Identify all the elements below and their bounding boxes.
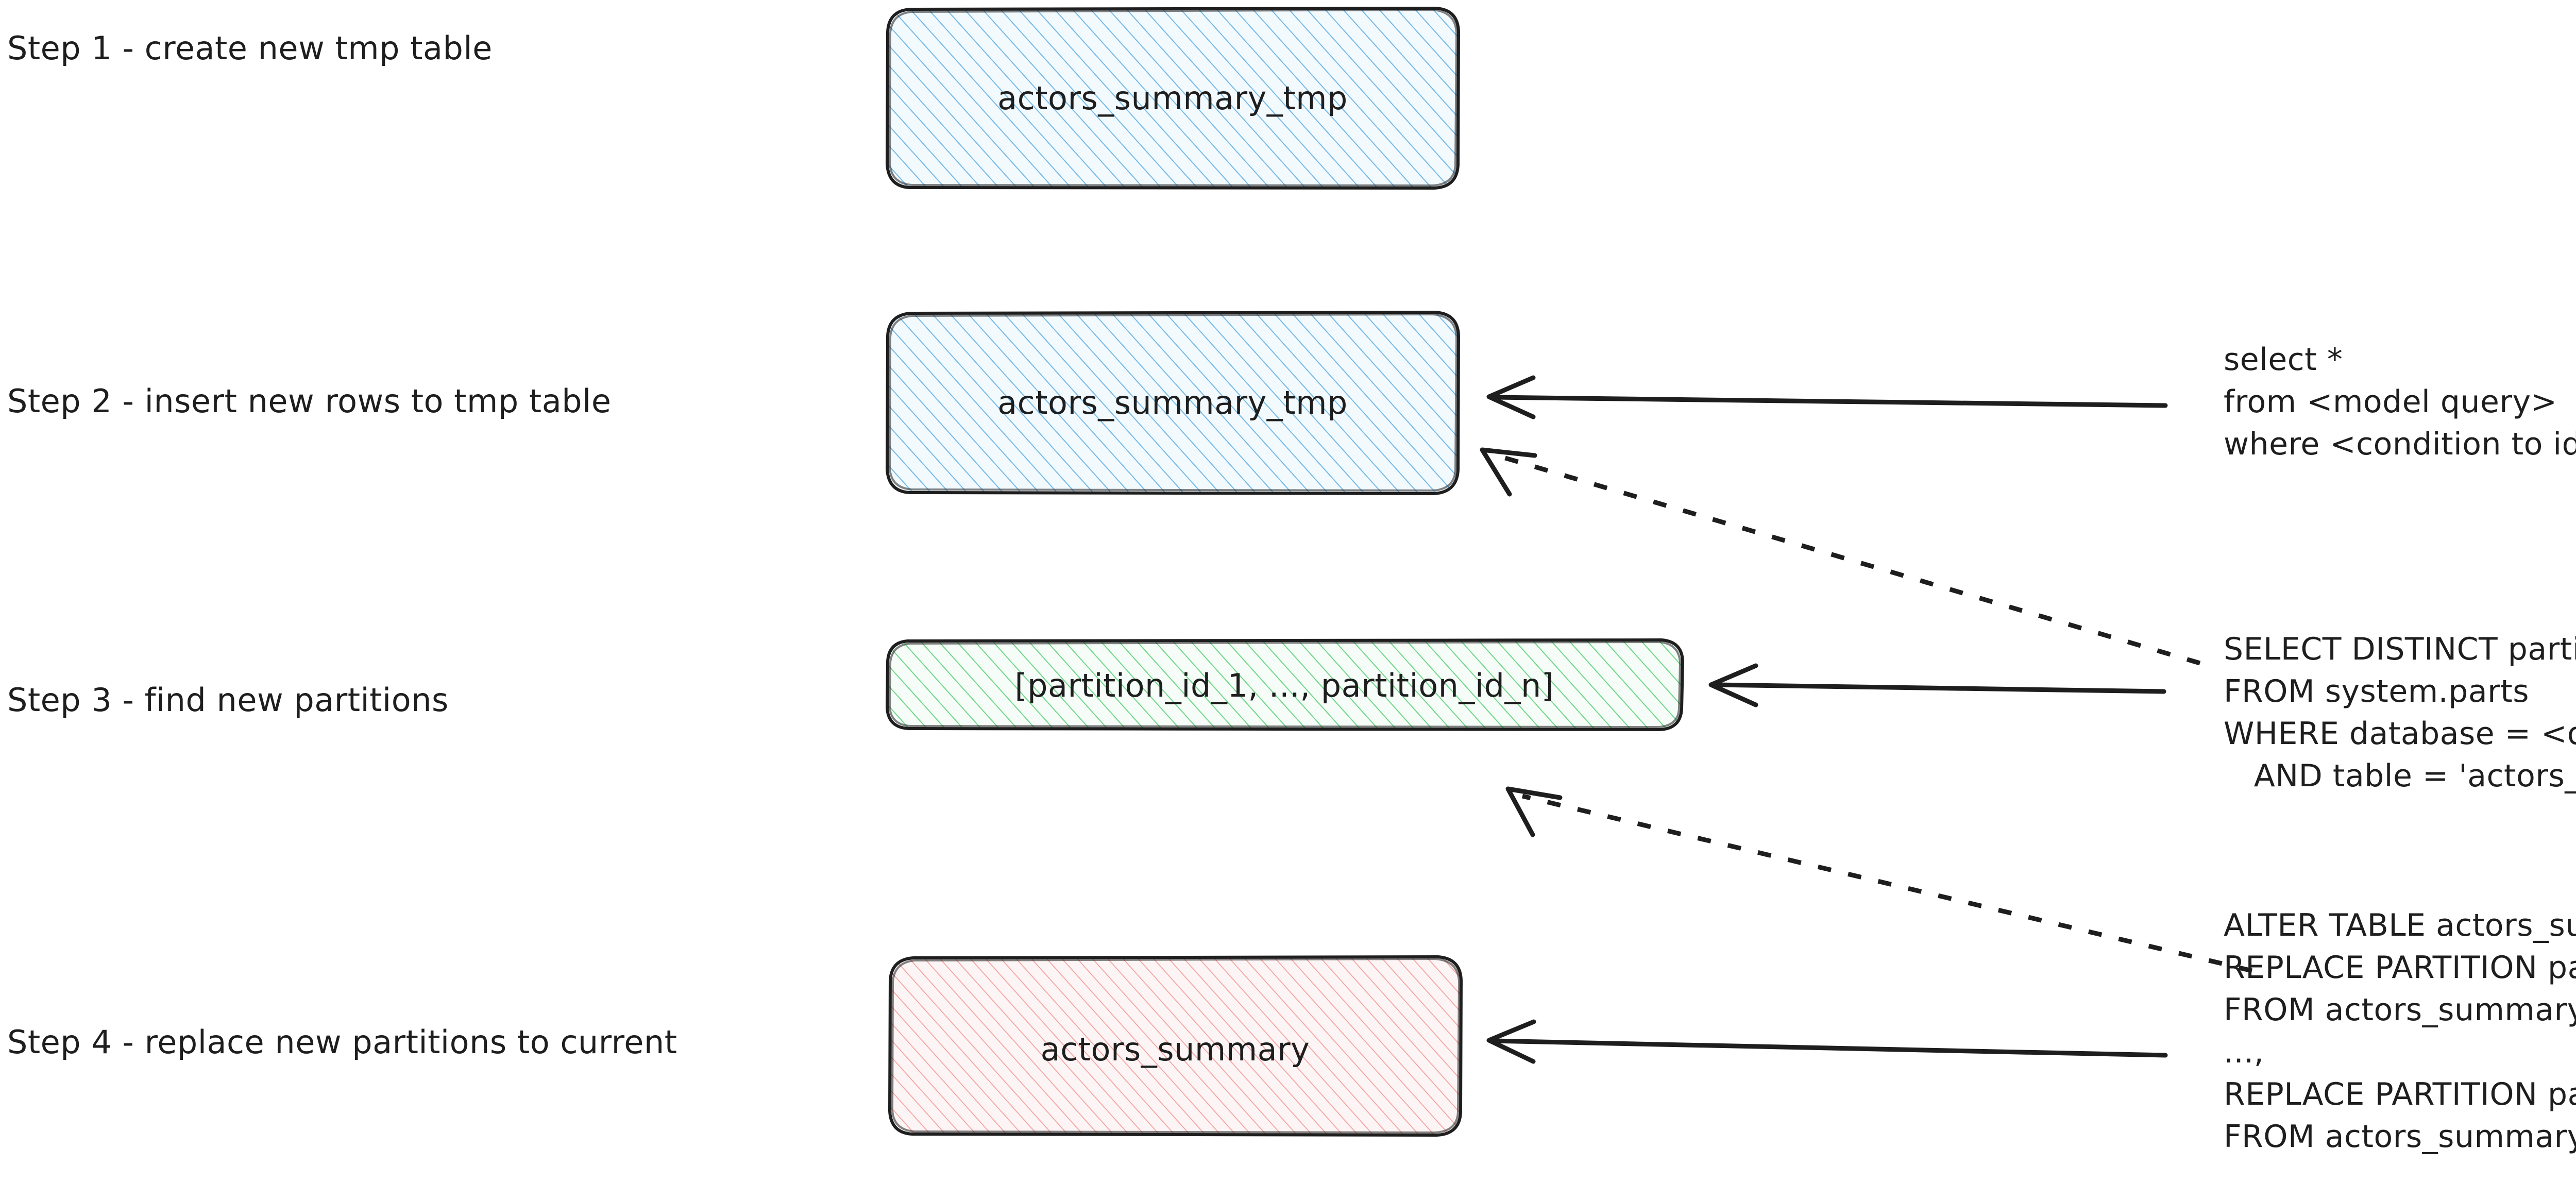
code-line: AND table = 'actors_summary_tmp'	[2224, 758, 2576, 794]
code-block-step-2: select * from <model query> where <condi…	[2224, 342, 2576, 462]
code-line: SELECT DISTINCT partition_id	[2224, 631, 2576, 667]
node-label: actors_summary_tmp	[997, 79, 1348, 117]
node-outline-sketch-second-pass	[891, 958, 1460, 1134]
arrow-code2-to-tmp2	[1486, 375, 2168, 419]
node-outline-sketch-second-pass	[889, 9, 1458, 187]
step-4-row: Step 4 - replace new partitions to curre…	[7, 786, 2576, 1155]
arrow-code3-to-partitions	[1708, 663, 2166, 707]
code-line: FROM system.parts	[2224, 673, 2529, 710]
code-line: from <model query>	[2224, 384, 2557, 420]
step-1-label: Step 1 - create new tmp table	[7, 29, 493, 67]
node-outline-sketch-second-pass	[889, 313, 1458, 492]
node-outline	[886, 311, 1460, 495]
node-label: actors_summary_tmp	[997, 384, 1348, 421]
code-block-step-3: SELECT DISTINCT partition_id FROM system…	[2224, 631, 2576, 794]
code-line: ...,	[2224, 1034, 2264, 1070]
node-outline	[886, 7, 1460, 190]
arrow-code3-to-tmp2	[1480, 447, 2201, 666]
step-2-row: Step 2 - insert new rows to tmp table ac…	[7, 311, 2576, 495]
node-actors-summary-tmp-1[interactable]: actors_summary_tmp	[886, 7, 1460, 190]
code-line: REPLACE PARTITION partition_id_1	[2224, 950, 2576, 986]
node-new-partitions[interactable]: [partition_id_1, ..., partition_id_n]	[886, 638, 1684, 731]
code-line: FROM actors_summary_tmp,	[2224, 1119, 2576, 1155]
arrow-code4-to-summary	[1486, 1019, 2168, 1064]
node-hachure-fill	[887, 8, 1458, 188]
code-line: REPLACE PARTITION partition_id_n	[2224, 1076, 2576, 1112]
code-line: FROM actors_summary_tmp,	[2224, 992, 2576, 1028]
step-1-row: Step 1 - create new tmp table actors_sum…	[7, 7, 1460, 190]
code-line: WHERE database = <database>	[2224, 716, 2576, 752]
code-block-step-4: ALTER TABLE actors_summary REPLACE PARTI…	[2224, 907, 2576, 1155]
node-outline-sketch-second-pass	[889, 641, 1681, 728]
node-outline	[886, 638, 1684, 731]
node-hachure-fill	[887, 312, 1458, 494]
step-3-row: Step 3 - find new partitions [partition_…	[7, 447, 2576, 794]
code-line: ALTER TABLE actors_summary	[2224, 907, 2576, 943]
code-line: where <condition to identify new>	[2224, 426, 2576, 462]
arrow-code4-to-partitions	[1505, 786, 2253, 973]
node-hachure-fill	[887, 640, 1682, 730]
node-outline	[888, 955, 1463, 1137]
node-label: [partition_id_1, ..., partition_id_n]	[1014, 667, 1554, 704]
node-actors-summary-tmp-2[interactable]: actors_summary_tmp	[886, 311, 1460, 495]
step-3-label: Step 3 - find new partitions	[7, 681, 449, 719]
node-hachure-fill	[890, 957, 1461, 1135]
node-actors-summary[interactable]: actors_summary	[888, 955, 1463, 1137]
code-line: select *	[2224, 342, 2343, 378]
node-label: actors_summary	[1041, 1031, 1310, 1068]
step-2-label: Step 2 - insert new rows to tmp table	[7, 382, 611, 420]
step-4-label: Step 4 - replace new partitions to curre…	[7, 1023, 677, 1061]
